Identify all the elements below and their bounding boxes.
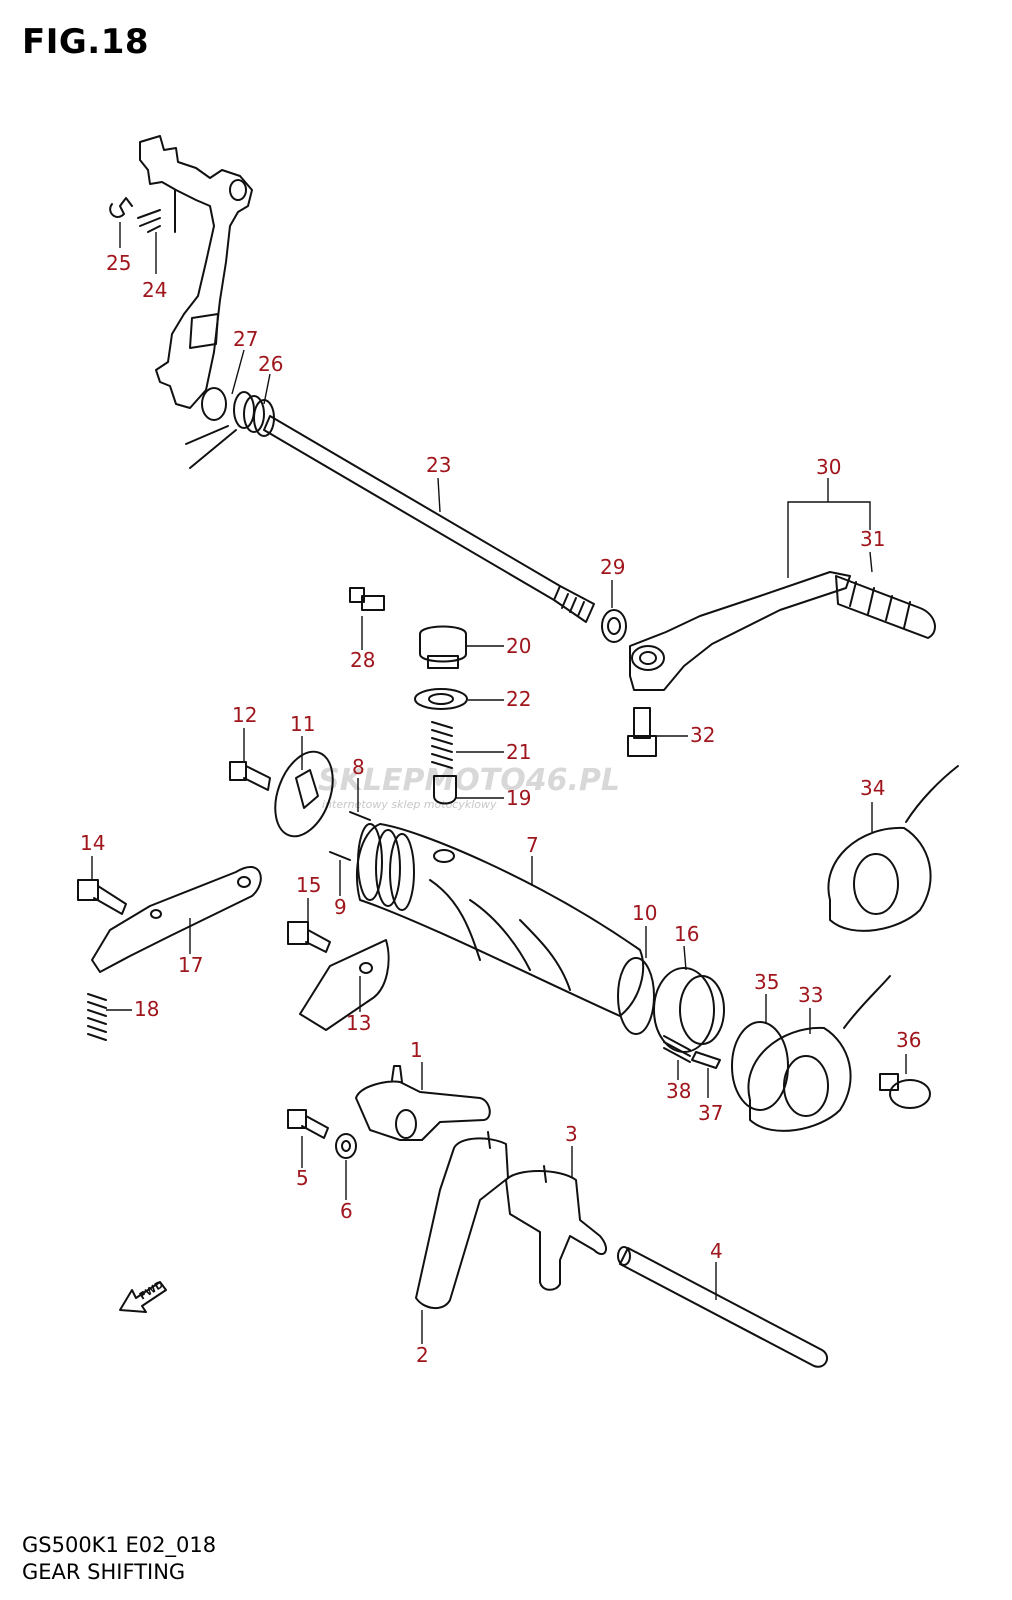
callout-1: 1: [410, 1038, 423, 1062]
callout-37: 37: [698, 1101, 723, 1125]
model-code: GS500K1 E02_018: [22, 1533, 217, 1557]
callout-29: 29: [600, 555, 625, 579]
section-name: GEAR SHIFTING: [22, 1560, 186, 1584]
callout-6: 6: [340, 1199, 353, 1223]
bolt-32: [627, 707, 657, 757]
return-spring-26: [185, 387, 275, 469]
callout-32: 32: [690, 723, 715, 747]
callout-2: 2: [416, 1343, 429, 1367]
bolt-15: [287, 921, 331, 953]
spring-38: [663, 1035, 691, 1063]
callout-4: 4: [710, 1239, 723, 1263]
callout-18: 18: [134, 997, 159, 1021]
callout-13: 13: [346, 1011, 371, 1035]
shift-fork-1: [355, 1065, 491, 1141]
callout-28: 28: [350, 648, 375, 672]
stopper-plate-13: [299, 939, 390, 1031]
callout-34: 34: [860, 776, 885, 800]
washer-6: [335, 1133, 357, 1159]
callout-16: 16: [674, 922, 699, 946]
callout-7: 7: [526, 833, 539, 857]
callout-8: 8: [352, 755, 365, 779]
callout-17: 17: [178, 953, 203, 977]
shift-fork-3: [505, 1165, 608, 1291]
callout-23: 23: [426, 453, 451, 477]
callout-21: 21: [506, 740, 531, 764]
bolt-28: [349, 587, 385, 611]
gasket-22: [414, 688, 468, 710]
shift-fork-shaft-4: [617, 1246, 829, 1368]
screw-36: [879, 1073, 931, 1109]
gear-position-switch-34: [827, 765, 959, 932]
callout-36: 36: [896, 1028, 921, 1052]
shift-fork-2: [415, 1131, 509, 1309]
callout-14: 14: [80, 831, 105, 855]
o-ring-35: [731, 1021, 789, 1111]
callout-38: 38: [666, 1079, 691, 1103]
lever-rubber-31: [835, 575, 936, 639]
bolt-12: [229, 761, 271, 791]
watermark-tagline: internetowy sklep motocyklowy: [322, 798, 497, 811]
watermark-brand: SKLEPMOTO46.PL: [318, 763, 620, 798]
forward-arrow-icon: FWD: [119, 1279, 167, 1313]
bearing-10: [617, 957, 655, 1035]
callout-10: 10: [632, 901, 657, 925]
callout-20: 20: [506, 634, 531, 658]
callout-27: 27: [233, 327, 258, 351]
pin-37: [691, 1051, 721, 1069]
callout-31: 31: [860, 527, 885, 551]
leader-lines: [91, 222, 907, 1344]
cam-driven-plate-17: [91, 865, 262, 973]
callout-labels: 1 2 3 4 5 6 7 8 9 10 11 12 13 14 15 16 1…: [80, 251, 921, 1367]
callout-25: 25: [106, 251, 131, 275]
bolt-5: [287, 1109, 329, 1139]
callout-26: 26: [258, 352, 283, 376]
callout-24: 24: [142, 278, 167, 302]
callout-11: 11: [290, 712, 315, 736]
spring-18: [87, 993, 107, 1041]
clip-25: [109, 197, 133, 218]
gearshift-lever-30: [629, 571, 851, 691]
spring-21: [431, 721, 453, 769]
watermark: SKLEPMOTO46.PL internetowy sklep motocyk…: [318, 763, 620, 811]
callout-3: 3: [565, 1122, 578, 1146]
pin-24: [137, 209, 161, 233]
figure-title: FIG.18: [22, 22, 150, 62]
gearshift-shaft-23: [263, 415, 595, 623]
oil-seal-29: [601, 609, 627, 643]
pin-9: [329, 851, 351, 861]
callout-33: 33: [798, 983, 823, 1007]
callout-15: 15: [296, 873, 321, 897]
pin-8: [349, 811, 371, 821]
plug-20: [419, 625, 467, 669]
cam-driven-gear-16: [653, 967, 725, 1053]
callout-19: 19: [506, 786, 531, 810]
callout-9: 9: [334, 895, 347, 919]
stopper-19: [433, 775, 457, 805]
bolt-14: [77, 879, 127, 915]
callout-5: 5: [296, 1166, 309, 1190]
callout-30: 30: [816, 455, 841, 479]
callout-22: 22: [506, 687, 531, 711]
gearshift-arm: [139, 135, 253, 409]
gearshift-cam-7: [356, 823, 645, 1017]
cam-stopper-plate-11: [274, 750, 334, 838]
callout-12: 12: [232, 703, 257, 727]
callout-35: 35: [754, 970, 779, 994]
